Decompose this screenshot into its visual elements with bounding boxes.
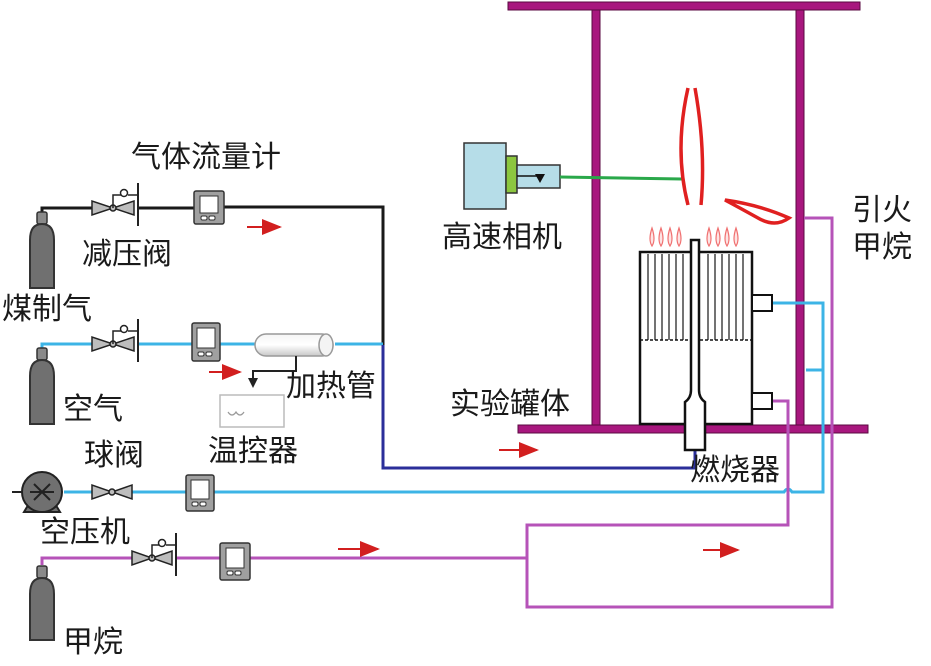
methane-line (40, 216, 834, 609)
methane-label: 甲烷 (63, 625, 123, 660)
tank-right-wall (795, 9, 805, 427)
ball-valve-label: 球阀 (84, 438, 144, 473)
burner-small-flames (649, 226, 739, 248)
air-cylinder (29, 347, 55, 425)
pressure-valve-label: 减压阀 (82, 237, 172, 272)
heating-tube-label: 加热管 (286, 369, 376, 404)
coal-gas-cylinder (29, 211, 55, 289)
pressure-reducing-valve-icon (91, 183, 139, 226)
coal-gas-label: 煤制气 (2, 292, 92, 327)
ignition-methane-label-line1: 引火 (852, 193, 912, 228)
burner-body (638, 238, 773, 452)
control-arrow-icon (248, 378, 258, 388)
ball-valve-icon (91, 483, 133, 501)
pressure-reducing-valve-icon (91, 319, 139, 362)
camera-view-line (559, 175, 683, 181)
flowmeter-icon (185, 474, 215, 512)
flowmeter-icon (219, 542, 251, 581)
temp-controller-label: 温控器 (208, 434, 298, 469)
flowmeter-label: 气体流量计 (131, 140, 281, 175)
pressure-reducing-valve-icon (131, 533, 177, 576)
tank-top-plate (507, 1, 861, 11)
high-speed-camera-label: 高速相机 (442, 220, 562, 255)
methane-cylinder (29, 565, 55, 641)
main-flame-icon (679, 87, 705, 206)
air-compressor-icon (12, 471, 63, 513)
high-speed-camera-icon (463, 142, 561, 210)
tank-left-wall (591, 9, 601, 427)
air-label: 空气 (63, 392, 123, 427)
temperature-controller-icon (219, 394, 285, 428)
test-tank-label: 实验罐体 (450, 387, 570, 422)
flowmeter-icon (193, 190, 225, 225)
flowmeter-icon (191, 322, 221, 362)
mixed-gas-line (381, 345, 697, 470)
heating-control-wire (252, 356, 297, 383)
ignition-flame-icon (724, 198, 793, 225)
air-compressor-label: 空压机 (40, 515, 130, 550)
flow-arrows (209, 219, 740, 558)
burner-label: 燃烧器 (690, 453, 780, 488)
heating-tube-icon (254, 333, 334, 357)
ignition-methane-label-line2: 甲烷 (852, 230, 912, 265)
